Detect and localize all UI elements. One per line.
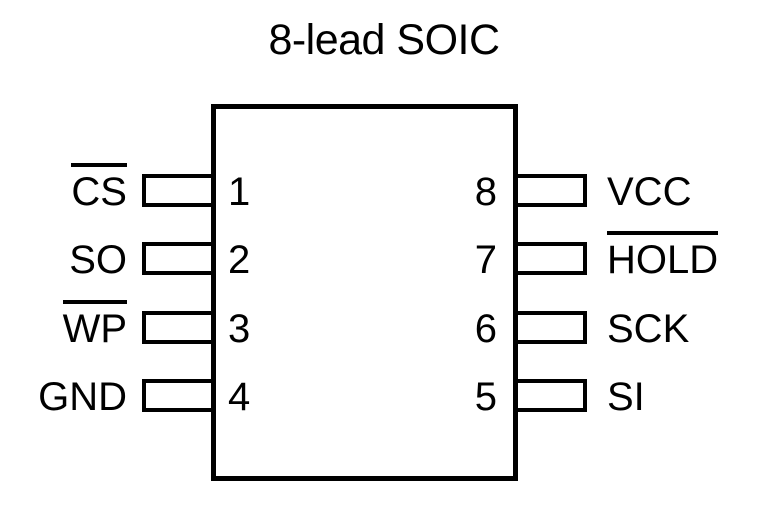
pin-number-1: 1	[228, 170, 251, 214]
pin-lead-5	[513, 379, 587, 412]
pin-lead-2	[142, 242, 216, 275]
pin-label-sck: SCK	[607, 309, 768, 349]
pin-label-si-text: SI	[607, 375, 645, 419]
pin-number-2: 2	[228, 238, 251, 282]
pin-label-hold-text: HOLD	[607, 231, 719, 282]
pin-number-7: 7	[474, 238, 497, 282]
pin-lead-8	[513, 174, 587, 207]
pin-label-so-text: SO	[69, 238, 127, 282]
pin-label-si: SI	[607, 377, 768, 417]
package-body-outline	[211, 104, 518, 481]
pin-label-vcc: VCC	[607, 172, 768, 212]
pin-label-sck-text: SCK	[607, 307, 690, 351]
pin-label-cs: CS	[0, 163, 127, 214]
pin-number-3: 3	[228, 307, 251, 351]
pin-lead-3	[142, 311, 216, 344]
pin-lead-4	[142, 379, 216, 412]
pin-number-4: 4	[228, 375, 251, 419]
pin-lead-6	[513, 311, 587, 344]
pin-number-8: 8	[474, 170, 497, 214]
pin-label-so: SO	[0, 240, 127, 280]
pin-label-vcc-text: VCC	[607, 170, 692, 214]
pin-label-gnd-text: GND	[38, 375, 127, 419]
pin-number-6: 6	[474, 307, 497, 351]
pin-label-wp: WP	[0, 300, 128, 351]
pin-label-gnd: GND	[0, 377, 127, 417]
pin-label-wp-text: WP	[62, 300, 128, 351]
page-title: 8-lead SOIC	[268, 16, 500, 64]
pin-number-5: 5	[474, 375, 497, 419]
pin-lead-1	[142, 174, 216, 207]
pin-label-hold: HOLD	[607, 231, 768, 282]
pin-label-cs-text: CS	[71, 163, 127, 214]
pin-lead-7	[513, 242, 587, 275]
